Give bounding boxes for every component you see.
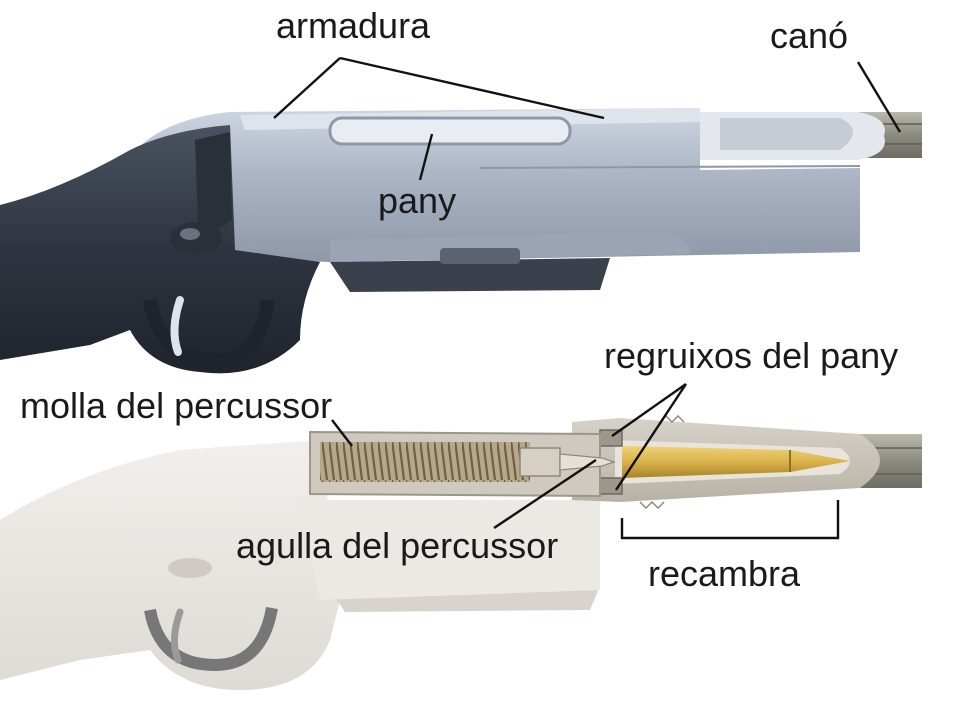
bolt-window xyxy=(330,118,570,144)
label-armadura: armadura xyxy=(276,8,430,44)
leader-armadura-2 xyxy=(340,58,604,118)
firing-pin-spring xyxy=(320,442,530,482)
label-cano: canó xyxy=(770,18,848,54)
label-recambra: recambra xyxy=(648,556,800,592)
leader-armadura-1 xyxy=(274,58,340,118)
top-rifle xyxy=(0,108,922,373)
label-pany: pany xyxy=(378,183,456,219)
bolt-handle xyxy=(195,132,232,232)
label-agulla-del-percussor: agulla del percussor xyxy=(236,528,558,564)
label-regruixos-del-pany: regruixos del pany xyxy=(604,338,898,374)
label-molla-del-percussor: molla del percussor xyxy=(20,388,332,424)
bracket-recambra xyxy=(622,500,838,538)
